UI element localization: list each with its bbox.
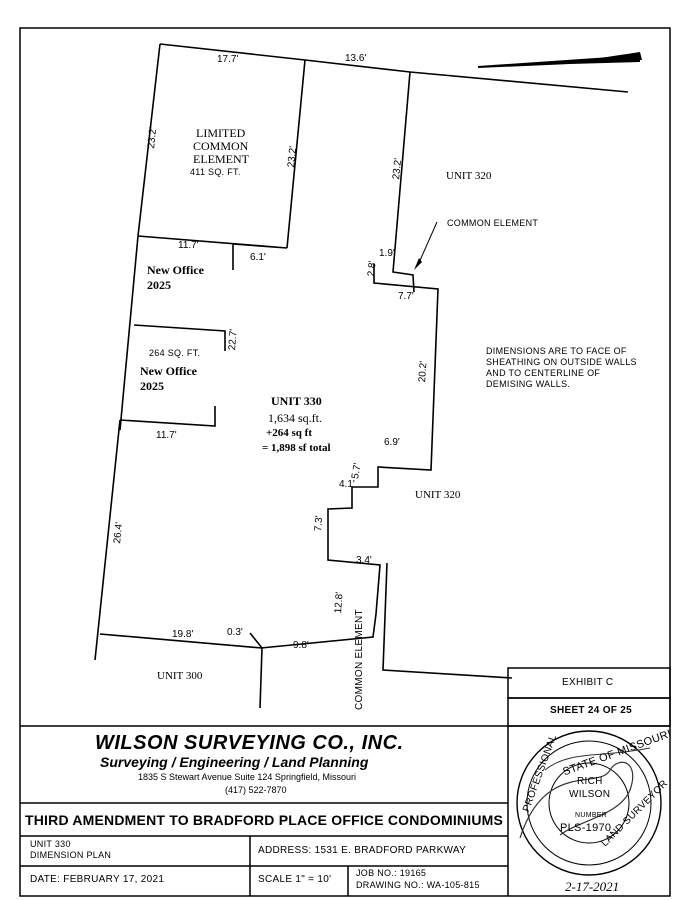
sheet-number: SHEET 24 OF 25 <box>550 705 633 716</box>
seal-name1: RICH <box>577 776 603 787</box>
company-phone: (417) 522-7870 <box>225 785 287 795</box>
unit330-title: UNIT 330 <box>271 394 322 408</box>
dim-11-7-a: 11.7' <box>178 240 199 251</box>
common-element-vertical: COMMON ELEMENT <box>354 609 365 710</box>
office2-label: New Office <box>140 364 197 378</box>
exhibit-label: EXHIBIT C <box>562 677 614 688</box>
dim-17-7-top: 17.7' <box>217 54 239 65</box>
signature-date: 2-17-2021 <box>565 879 620 894</box>
note-line4: DEMISING WALLS. <box>486 379 571 389</box>
plan-date: DATE: FEBRUARY 17, 2021 <box>30 874 165 885</box>
unit300: UNIT 300 <box>157 670 203 682</box>
note-line3: AND TO CENTERLINE OF <box>486 368 601 378</box>
dim-1-9: 1.9' <box>379 248 395 259</box>
common-element-callout: COMMON ELEMENT <box>447 218 539 228</box>
unit330-addition: +264 sq ft <box>266 427 312 439</box>
dim-11-7-b: 11.7' <box>156 430 177 441</box>
note-line1: DIMENSIONS ARE TO FACE OF <box>486 346 627 356</box>
note-line2: SHEATHING ON OUTSIDE WALLS <box>486 357 637 367</box>
seal-name2: WILSON <box>569 789 611 800</box>
unit-line1: UNIT 330 <box>30 839 71 849</box>
title-block-lines <box>20 667 671 896</box>
seal-number: PLS-1970 <box>560 822 612 834</box>
dim-7-3: 7.3' <box>313 515 326 532</box>
dim-19-8: 19.8' <box>172 629 194 640</box>
unit330-area: 1,634 sq.ft. <box>268 411 322 425</box>
lce-line1: LIMITED <box>196 126 246 140</box>
drawing-number: DRAWING NO.: WA-105-815 <box>356 880 480 890</box>
unit330-total: = 1,898 sf total <box>262 442 331 454</box>
office1-year: 2025 <box>147 278 171 292</box>
lce-sqft: 411 SQ. FT. <box>190 167 241 177</box>
job-number: JOB NO.: 19165 <box>356 868 427 878</box>
common-element-leader <box>414 221 438 270</box>
dim-7-7: 7.7' <box>398 291 414 302</box>
dim-4-1: 4.1' <box>339 479 355 490</box>
seal-number-label: NUMBER <box>575 812 608 819</box>
lce-line2: COMMON <box>193 139 249 153</box>
dim-2-8: 2.8' <box>366 260 379 278</box>
property-address: ADDRESS: 1531 E. BRADFORD PARKWAY <box>258 845 467 856</box>
company-services: Surveying / Engineering / Land Planning <box>100 754 369 770</box>
office1-label: New Office <box>147 263 204 277</box>
dim-6-1: 6.1' <box>250 252 266 263</box>
office2-sqft: 264 SQ. FT. <box>149 348 201 358</box>
office2-year: 2025 <box>140 379 164 393</box>
north-arrow <box>478 52 642 68</box>
dim-22-7: 22.7' <box>227 328 240 351</box>
lce-line3: ELEMENT <box>193 152 249 166</box>
dim-6-9: 6.9' <box>384 437 400 448</box>
surveyor-seal <box>516 730 662 876</box>
document-title: THIRD AMENDMENT TO BRADFORD PLACE OFFICE… <box>25 812 504 828</box>
unit320-bottom: UNIT 320 <box>415 489 461 501</box>
dim-0-3: 0.3' <box>227 627 243 638</box>
company-address: 1835 S Stewart Avenue Suite 124 Springfi… <box>138 772 356 782</box>
dim-13-6: 13.6' <box>345 53 367 64</box>
dim-9-8: 9.8' <box>293 640 309 651</box>
plan-lines <box>94 43 629 709</box>
unit320-top: UNIT 320 <box>446 170 492 182</box>
plan-scale: SCALE 1" = 10' <box>258 874 332 885</box>
dim-12-8: 12.8' <box>333 591 346 614</box>
dim-20-2: 20.2' <box>417 360 430 383</box>
company-name: WILSON SURVEYING CO., INC. <box>95 732 404 754</box>
dim-3-4: 3.4' <box>356 555 372 566</box>
unit-line2: DIMENSION PLAN <box>30 850 112 860</box>
